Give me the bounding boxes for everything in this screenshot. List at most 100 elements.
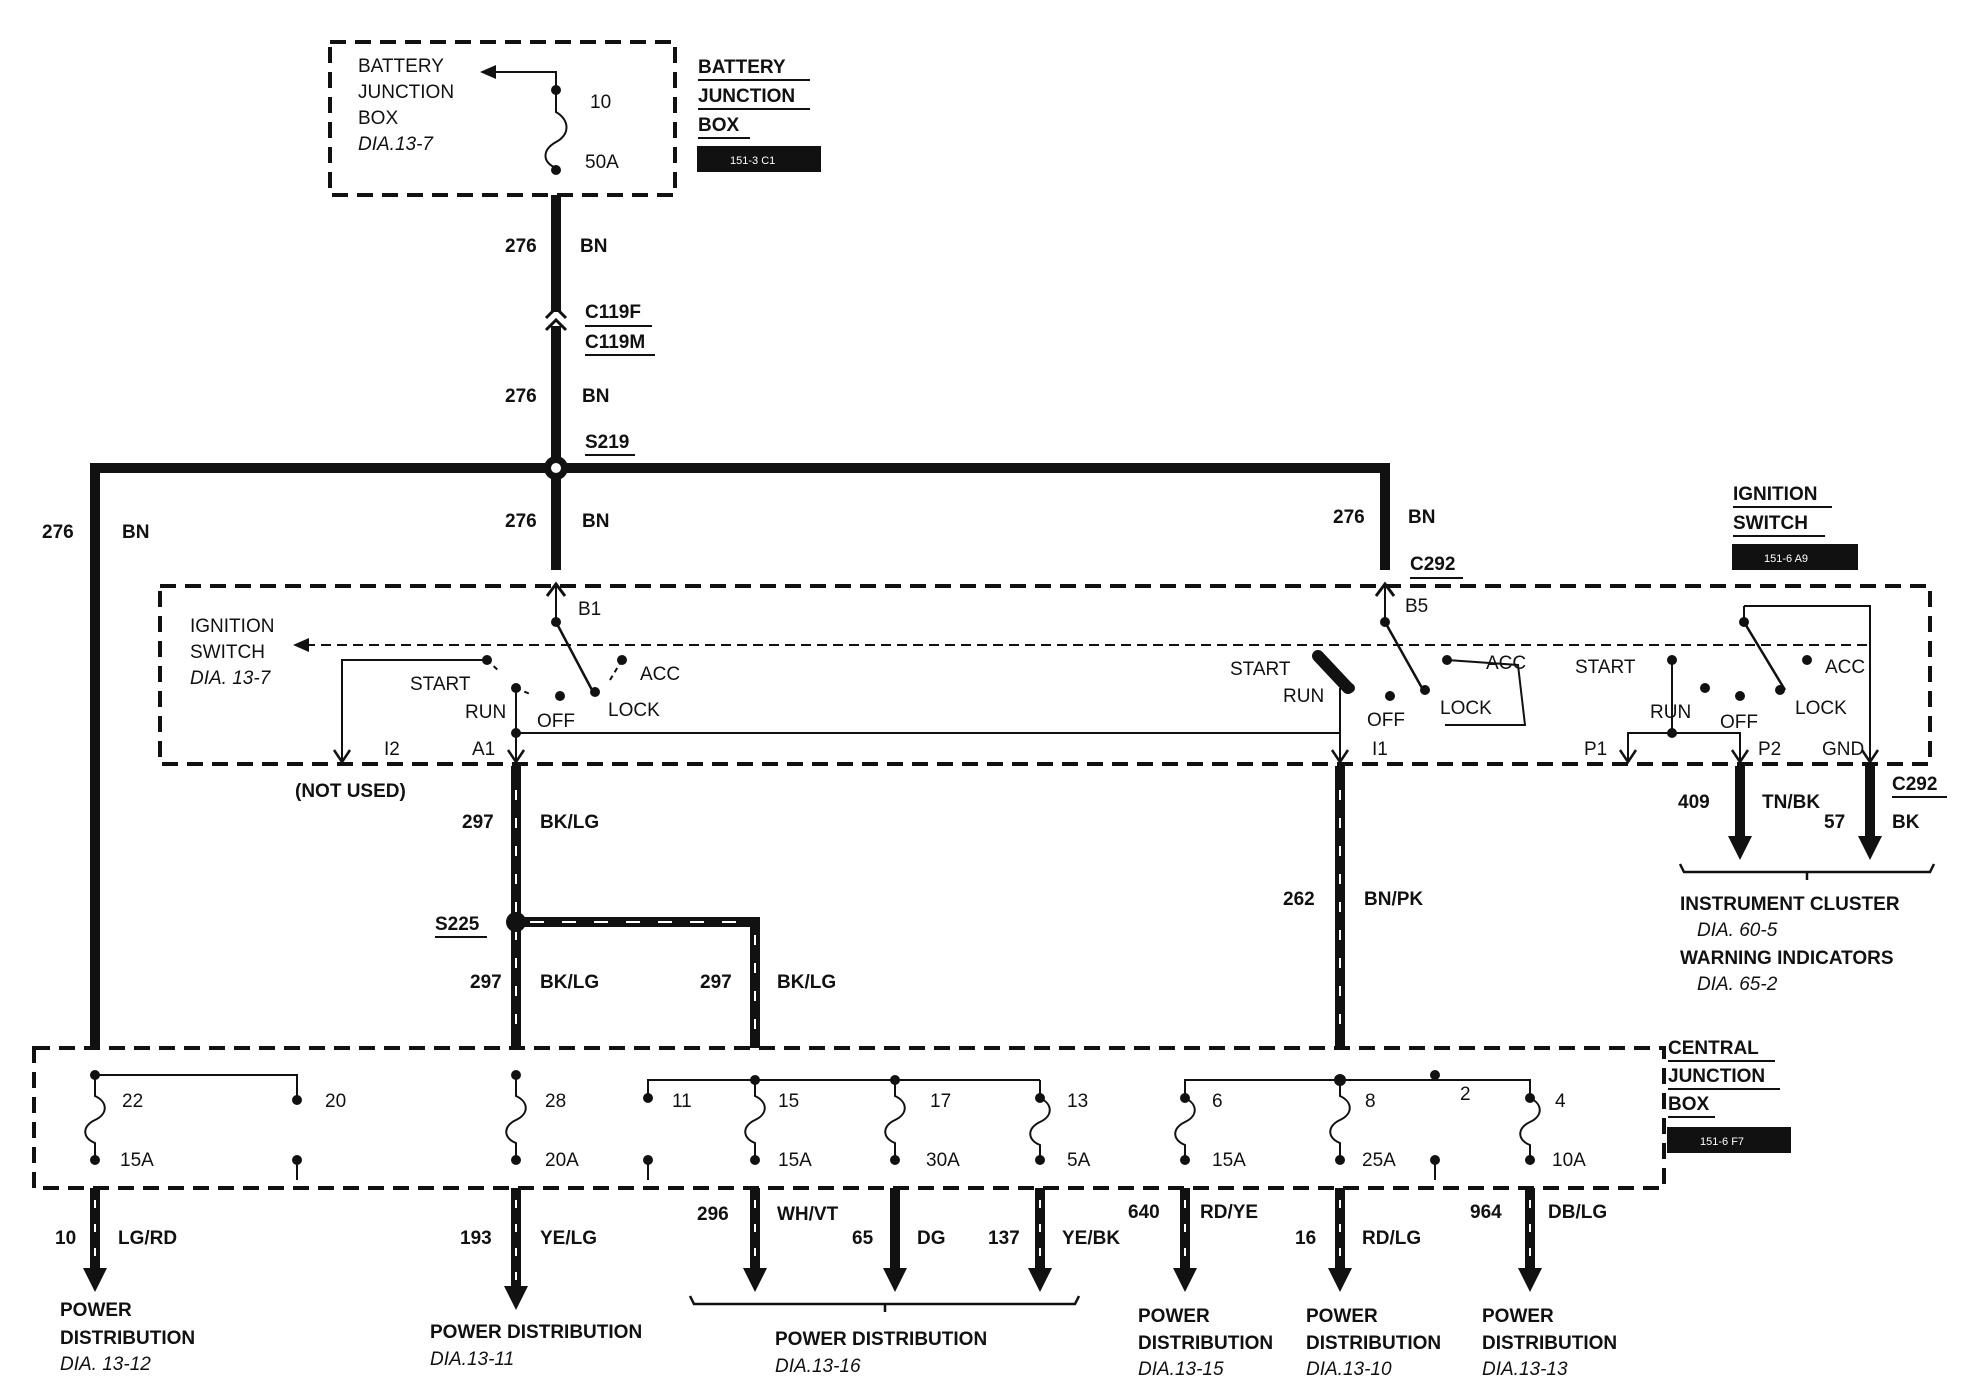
sw1-i2-line [341,659,487,760]
fuse-6-bottom [1180,1155,1190,1165]
wire-276-num-b: 276 [505,386,537,407]
ignition-switch-title: IGNITION SWITCH 151-6 A9 [1732,484,1858,570]
wire-276-num-c: 276 [505,511,537,532]
sw3-off-contact [1735,691,1745,701]
out-wire-65-arrow-icon [883,1268,907,1292]
battery-box-label-2: JUNCTION [358,82,454,103]
fuse-8-symbol [1329,1080,1351,1160]
cjb-title-2: JUNCTION [1668,1066,1765,1087]
fuse-8-number: 8 [1365,1091,1376,1112]
instrument-outputs: 409 TN/BK 57 BK C292 INSTRUMENT CLUSTER … [1678,766,1947,995]
sw1-off-label: OFF [537,711,575,732]
instrument-title: INSTRUMENT CLUSTER [1680,894,1900,915]
wire-276-color-left: BN [122,522,149,543]
sw3-gnd-line [1744,605,1871,760]
ign-title-2: SWITCH [1733,513,1808,534]
pd3-bracket [688,1295,1081,1312]
wire-297-color-a: BK/LG [540,812,599,833]
wire-276-color-right: BN [1408,507,1435,528]
i2-connector-icon [332,749,352,765]
wire-409-num: 409 [1678,792,1710,813]
fuse-13-symbol [1029,1080,1051,1160]
fuse-28-rating: 20A [545,1150,579,1171]
out-193-color: YE/LG [540,1228,597,1249]
fuse-17-rating: 30A [926,1150,960,1171]
out-16-num: 16 [1295,1228,1316,1249]
a1-label: A1 [472,739,495,760]
wire-409-arrow-icon [1728,836,1752,860]
battery-title-2: JUNCTION [698,86,795,107]
sw3-run-contact [1700,683,1710,693]
cjb-title: CENTRAL JUNCTION BOX 151-6 F7 [1667,1038,1791,1153]
p1-label: P1 [1584,739,1607,760]
pd5-line-2: DISTRIBUTION [1306,1333,1441,1354]
sw3-blade [1742,621,1787,691]
fuse-15-rating: 15A [778,1150,812,1171]
output-wires: 10 LG/RD 193 YE/LG 296 WH/VT 65 DG 137 Y… [55,1188,1607,1312]
sw2-off-label: OFF [1367,710,1405,731]
ign-title-1: IGNITION [1733,484,1817,505]
pd4-dia: DIA.13-15 [1138,1359,1224,1380]
fuse-17-bottom [890,1155,900,1165]
out-65-color: DG [917,1228,946,1249]
ignition-switch-right: START RUN OFF LOCK ACC P1 P2 GND [1575,605,1880,765]
fuse-22-number: 22 [122,1091,143,1112]
sw2-start-label: START [1230,659,1291,680]
fuse-17-symbol [884,1080,906,1160]
fuse-15-number: 15 [778,1091,799,1112]
pd4-line-2: DISTRIBUTION [1138,1333,1273,1354]
fuse-8-bottom [1335,1155,1345,1165]
wire-297-color-c: BK/LG [777,972,836,993]
cjb-title-3: BOX [1668,1094,1710,1115]
pd2-dia: DIA.13-11 [430,1349,514,1370]
fuse-bus-right [1184,1079,1531,1098]
b5-connector-icon [1374,581,1396,597]
fuse-15-bottom [750,1155,760,1165]
pd6-line-1: POWER [1482,1306,1554,1327]
p2-label: P2 [1758,739,1781,760]
out-wire-296-arrow-icon [743,1268,767,1292]
c292-label-bottom: C292 [1892,774,1937,795]
fuse-6-symbol [1174,1097,1196,1160]
battery-ref-badge [697,146,821,172]
fuse-17-number: 17 [930,1091,951,1112]
b1-connector-icon [545,581,567,597]
warning-dia: DIA. 65-2 [1697,974,1778,995]
out-wire-964-arrow-icon [1518,1268,1542,1292]
wire-297-num-c: 297 [700,972,732,993]
sw3-acc-contact [1802,655,1812,665]
pd4-line-1: POWER [1138,1306,1210,1327]
wire-262-color: BN/PK [1364,889,1423,910]
out-964-num: 964 [1470,1202,1502,1223]
sw1-blade [554,621,594,691]
fuse-4-number: 4 [1555,1091,1566,1112]
fuse-13-number: 13 [1067,1091,1088,1112]
wire-57-color: BK [1892,812,1920,833]
ign-label-1: IGNITION [190,616,274,637]
out-10-num: 10 [55,1228,76,1249]
pd1-line-2: DISTRIBUTION [60,1328,195,1349]
out-964-color: DB/LG [1548,1202,1607,1223]
ignition-switch-middle: START RUN OFF LOCK ACC I1 [1230,617,1527,765]
fuse-22-bottom [90,1155,100,1165]
sw2-acc-loop [1445,659,1527,726]
out-10-color: LG/RD [118,1228,177,1249]
wire-262-num: 262 [1283,889,1315,910]
ign-dia: DIA. 13-7 [190,668,272,689]
sw3-off-label: OFF [1720,712,1758,733]
battery-title-1: BATTERY [698,57,786,78]
pd6-dia: DIA.13-13 [1482,1359,1568,1380]
instrument-bracket [1678,863,1936,880]
sw3-lock-contact [1775,685,1785,695]
fuse-22-symbol [84,1075,106,1160]
sw2-run-contact [1345,683,1355,693]
i2-label: I2 [384,739,400,760]
c119-male-icon [544,317,568,332]
sw1-lock-label: LOCK [608,700,660,721]
battery-box-ref-line [492,71,557,90]
sw1-off-contact [555,691,565,701]
ign-ref-arrow-icon [293,638,309,652]
sw1-lock-contact [590,687,600,697]
